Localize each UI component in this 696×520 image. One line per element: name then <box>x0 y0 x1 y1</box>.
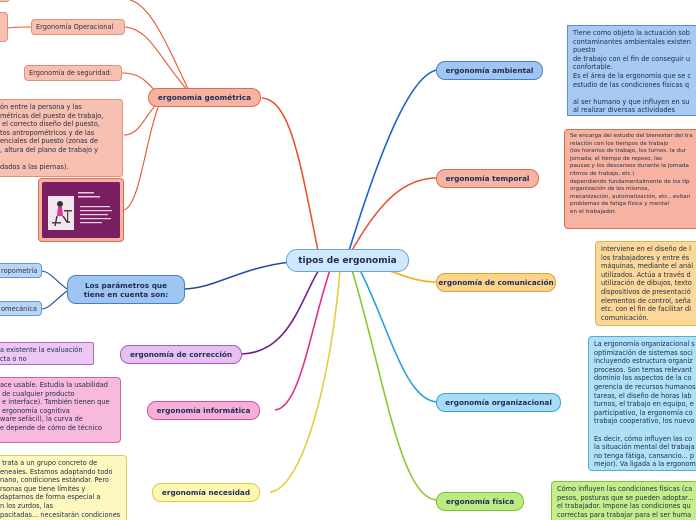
sub-label: Ergonomía Operacional <box>36 23 114 31</box>
note-comunicacion: Interviene en el diseño de l los trabaja… <box>595 241 696 326</box>
ergonomia-image-card[interactable] <box>38 178 124 242</box>
node-ergonomia-fisica[interactable]: ergonomía física <box>436 492 524 511</box>
node-ergonomia-temporal[interactable]: ergonomía temporal <box>436 169 539 188</box>
note-informatica: ace usable. Estudia la usabilidad de cua… <box>0 377 121 443</box>
link-parametros <box>184 261 291 290</box>
sub-ergonomia-seguridad[interactable]: Ergonomía de seguridad: <box>24 65 122 81</box>
link-operacional-left <box>7 26 33 29</box>
central-topic[interactable]: tipos de ergonomia <box>286 249 409 272</box>
node-ergonomia-necesidad[interactable]: ergonomía necesidad <box>152 483 260 502</box>
note-organizacional: La ergonomía organizacional s optimizaci… <box>588 336 696 471</box>
node-label: ergonomía de corrección <box>129 350 233 359</box>
person-at-desk-icon <box>42 182 120 238</box>
note-fisica: Cómo influyen las condiciones físicas (c… <box>551 481 696 520</box>
link-biomecanica <box>41 290 68 310</box>
link-geometrica-operacional <box>123 26 191 94</box>
node-ergonomia-comunicacion[interactable]: ergonomía de comunicación <box>436 273 556 292</box>
node-label: ergonomía ambiental <box>445 66 534 75</box>
node-label: ergonomía de comunicación <box>438 278 554 287</box>
note-correccion: a existente la evaluación cta o no <box>0 342 94 365</box>
node-ergonomia-organizacional[interactable]: ergonomía organizacional <box>436 393 561 412</box>
sub-ergonomia-operacional[interactable]: Ergonomía Operacional <box>31 19 125 35</box>
link-antropometria <box>41 270 68 290</box>
link-temporal <box>349 177 438 255</box>
note-temporal: Se encarga del estudio del bienestar del… <box>564 129 696 229</box>
link-geometrica <box>261 97 319 252</box>
node-label-line2: tiene en cuenta son: <box>83 289 169 299</box>
node-label: ergonomía geométrica <box>157 93 252 102</box>
sub-label: ropometría <box>1 266 38 275</box>
link-correccion <box>241 267 321 355</box>
node-label: ergonomía temporal <box>445 174 530 183</box>
node-label-line1: Los parámetros que <box>84 280 168 290</box>
link-fisica <box>351 269 438 501</box>
link-necesidad <box>269 269 341 493</box>
link-informatica <box>274 269 331 411</box>
sub-left-stub-top[interactable] <box>0 12 8 42</box>
sub-antropometria[interactable]: ropometría <box>0 263 42 278</box>
ergonomia-poster-image <box>42 182 120 238</box>
sub-label: Ergonomía de seguridad: <box>29 69 112 77</box>
node-label: ergonomía organizacional <box>445 398 552 407</box>
note-necesidad: trata a un grupo concreto de eneales. Es… <box>0 455 127 520</box>
node-label: ergonomía informática <box>156 406 251 415</box>
note-geometrica: ón entre la persona y las métricas del p… <box>0 99 123 177</box>
node-parametros[interactable]: Los parámetros que tiene en cuenta son: <box>67 275 185 304</box>
node-ergonomia-correccion[interactable]: ergonomía de corrección <box>120 345 242 364</box>
link-ambiental <box>347 69 438 255</box>
central-topic-label: tipos de ergonomia <box>298 255 397 266</box>
node-label: ergonomía necesidad <box>161 488 251 497</box>
node-ergonomia-informatica[interactable]: ergonomía informática <box>147 401 260 420</box>
node-ergonomia-ambiental[interactable]: ergonomía ambiental <box>436 61 543 80</box>
node-label: ergonomía física <box>445 497 515 506</box>
note-ambiental: Tiene como objeto la actuación sob conta… <box>567 25 696 116</box>
sub-label: omecánica <box>1 304 37 313</box>
link-geometrica-top <box>129 0 191 94</box>
link-geometrica-image <box>123 101 161 211</box>
link-organizacional <box>359 269 438 403</box>
node-ergonomia-geometrica[interactable]: ergonomía geométrica <box>148 88 261 107</box>
sub-biomecanica[interactable]: omecánica <box>0 301 42 316</box>
